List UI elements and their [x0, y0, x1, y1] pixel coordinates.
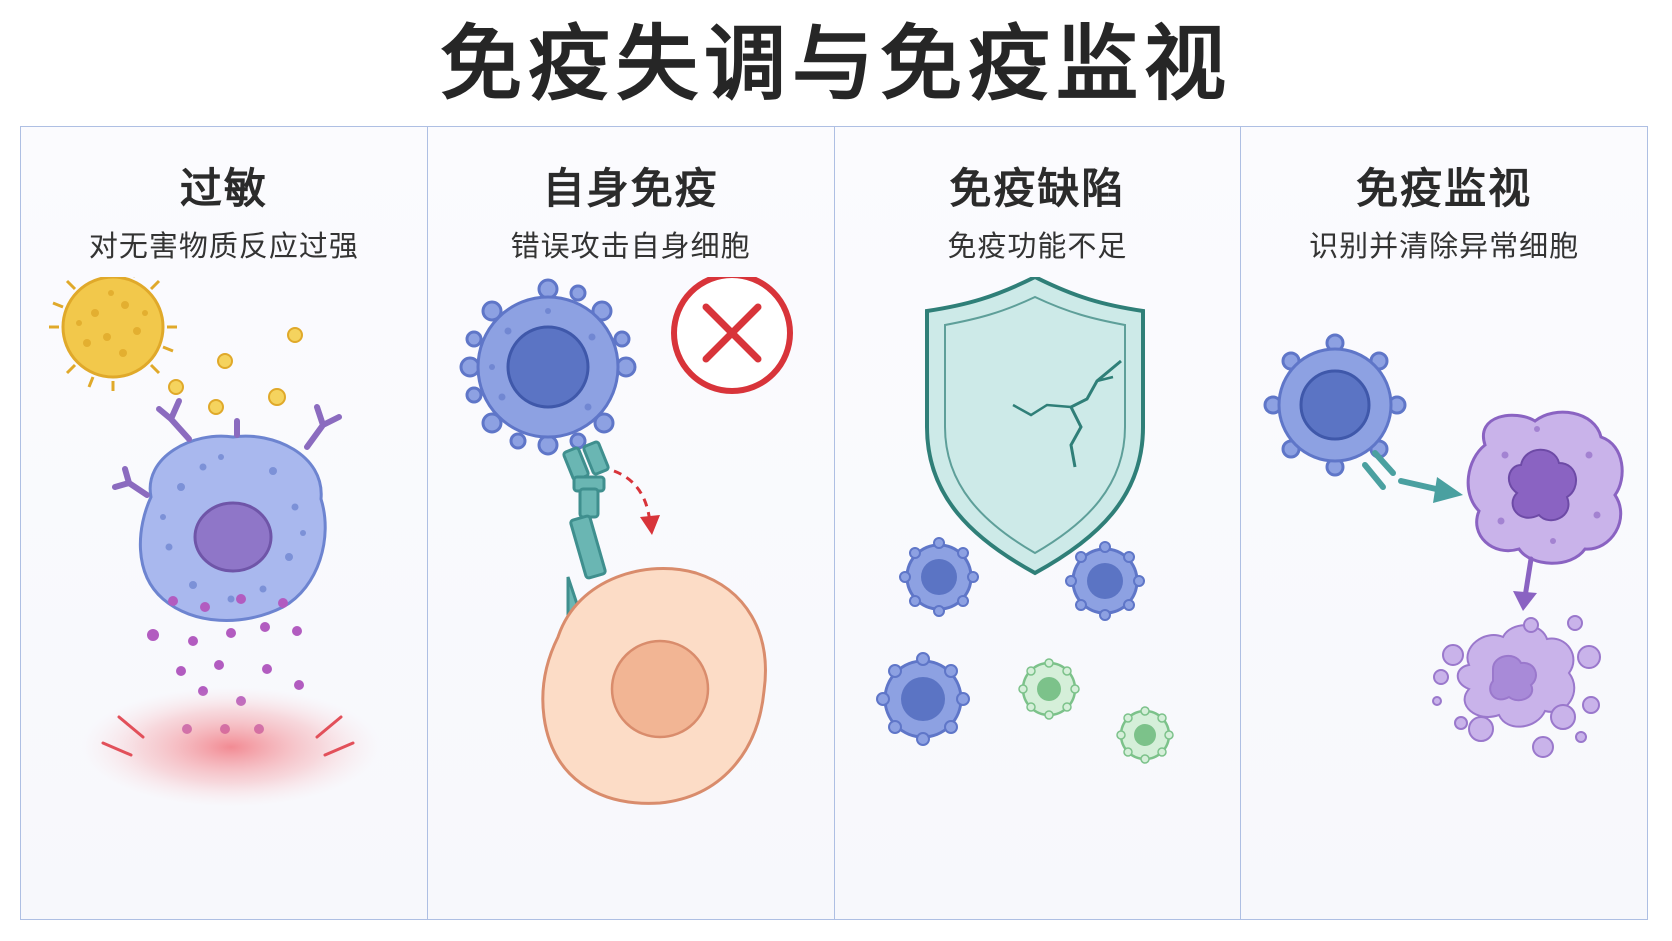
- immune-cell-icon: [1064, 541, 1145, 621]
- reject-x-icon: [670, 277, 793, 394]
- panel-autoimmunity: 自身免疫 错误攻击自身细胞: [427, 127, 835, 919]
- self-cell-icon: [541, 567, 767, 805]
- panels-container: 过敏 对无害物质反应过强: [20, 126, 1648, 920]
- allergen-pollen-icon: [49, 277, 177, 391]
- panel-title: 过敏: [179, 164, 268, 213]
- weak-immune-cell-icon: [1017, 658, 1080, 720]
- antibody-icon: [112, 398, 342, 498]
- mast-cell-icon: [138, 434, 327, 622]
- panel-subtitle: 免疫功能不足: [947, 229, 1128, 263]
- immunodeficiency-illustration: [875, 277, 1174, 764]
- page-title: 免疫失调与免疫监视: [439, 17, 1232, 112]
- arrow-icon: [1398, 477, 1464, 503]
- panel-subtitle: 错误攻击自身细胞: [510, 229, 751, 263]
- arrow-icon: [1513, 556, 1538, 611]
- surveillance-illustration: [1263, 333, 1624, 758]
- immune-cell-icon: [898, 537, 979, 617]
- immune-cell-icon: [1263, 333, 1407, 477]
- panel-immunodeficiency: 免疫缺陷 免疫功能不足: [834, 127, 1242, 919]
- allergen-particles: [168, 327, 303, 415]
- panel-subtitle: 对无害物质反应过强: [88, 229, 359, 263]
- panel-title: 免疫监视: [1356, 164, 1533, 213]
- cracked-shield-icon: [924, 277, 1145, 576]
- autoimmunity-illustration: [459, 277, 793, 805]
- t-cell-receptor-icon: [1362, 450, 1397, 490]
- abnormal-cell-icon: [1466, 410, 1624, 565]
- panel-allergy: 过敏 对无害物质反应过强: [21, 127, 428, 919]
- panel-title: 自身免疫: [542, 164, 719, 213]
- immune-cell-icon: [459, 278, 637, 456]
- immune-cell-icon: [875, 652, 970, 746]
- panel-subtitle: 识别并清除异常细胞: [1309, 229, 1580, 263]
- allergy-illustration: [49, 277, 381, 807]
- weak-immune-cell-icon: [1115, 706, 1174, 764]
- apoptotic-debris-icon: [1432, 615, 1602, 758]
- panel-title: 免疫缺陷: [949, 164, 1126, 213]
- attack-arrow-icon: [613, 469, 660, 535]
- inflammation-icon: [81, 687, 381, 807]
- panel-immune-surveillance: 免疫监视 识别并清除异常细胞: [1241, 127, 1647, 919]
